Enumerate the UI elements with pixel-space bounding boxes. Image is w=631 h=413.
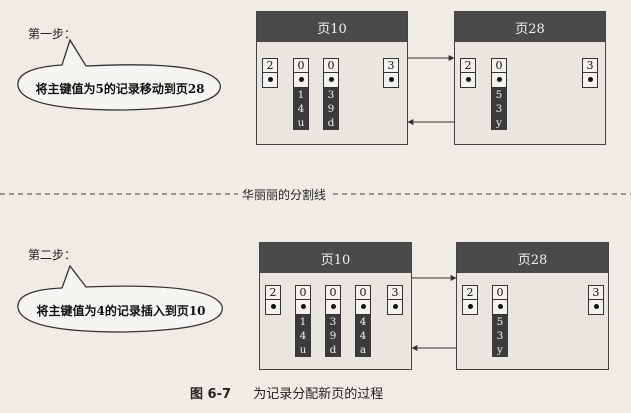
pointer-dot: [387, 300, 403, 315]
step2-page10-record-start: 2: [265, 285, 281, 315]
step2-bubble-text: 将主键值为4的记录插入到页10: [36, 304, 206, 318]
step2-label: 第二步：: [28, 248, 77, 262]
step1-page28-record-start: 2: [460, 58, 476, 88]
page-title: 页10: [260, 243, 411, 273]
pointer-dot: [325, 300, 341, 315]
pointer-dot: [323, 73, 339, 88]
pointer-dot: [462, 300, 478, 315]
step1-page10-record-1: 0 1 4 u: [293, 58, 309, 130]
step2-page28-record-1: 0 5 3 y: [492, 285, 508, 357]
step1-page28: 页28: [454, 11, 606, 145]
pointer-dot: [265, 300, 281, 315]
figure-number: 图 6-7: [190, 387, 232, 402]
step2-page28-record-start: 2: [462, 285, 478, 315]
pointer-dot: [383, 73, 399, 88]
page-title: 页28: [457, 243, 608, 273]
step1-page10-record-2: 0 3 9 d: [323, 58, 339, 130]
pointer-dot: [293, 73, 309, 88]
figure-caption: 图 6-7 为记录分配新页的过程: [190, 383, 383, 402]
figure-title: 为记录分配新页的过程: [253, 387, 384, 402]
pointer-dot: [295, 300, 311, 315]
step1-page28-record-1: 0 5 3 y: [491, 58, 507, 130]
step1-page10-record-supremum-start: 2: [262, 58, 278, 88]
pointer-dot: [492, 300, 508, 315]
page-title: 页28: [455, 12, 605, 42]
pointer-dot: [588, 300, 604, 315]
step1-speech-bubble: [17, 38, 221, 111]
step2-page10-record-3: 0 4 4 a: [355, 285, 371, 357]
pointer-dot: [460, 73, 476, 88]
step1-bubble-text: 将主键值为5的记录移动到页28: [35, 82, 205, 96]
pointer-dot: [262, 73, 278, 88]
step2-page28: 页28: [456, 242, 609, 370]
pointer-dot: [491, 73, 507, 88]
step2-page10-record-end: 3: [387, 285, 403, 315]
pointer-dot: [355, 300, 371, 315]
step1-label: 第一步：: [28, 27, 77, 41]
step1-page10-record-end: 3: [383, 58, 399, 88]
pointer-dot: [582, 73, 598, 88]
step2-speech-bubble: [17, 264, 223, 333]
page-title: 页10: [257, 12, 407, 42]
step1-page28-record-end: 3: [582, 58, 598, 88]
step2-page10-record-2: 0 3 9 d: [325, 285, 341, 357]
step2-page10-record-1: 0 1 4 u: [295, 285, 311, 357]
step2-page28-record-end: 3: [588, 285, 604, 315]
divider-label: 华丽丽的分割线: [238, 186, 331, 203]
